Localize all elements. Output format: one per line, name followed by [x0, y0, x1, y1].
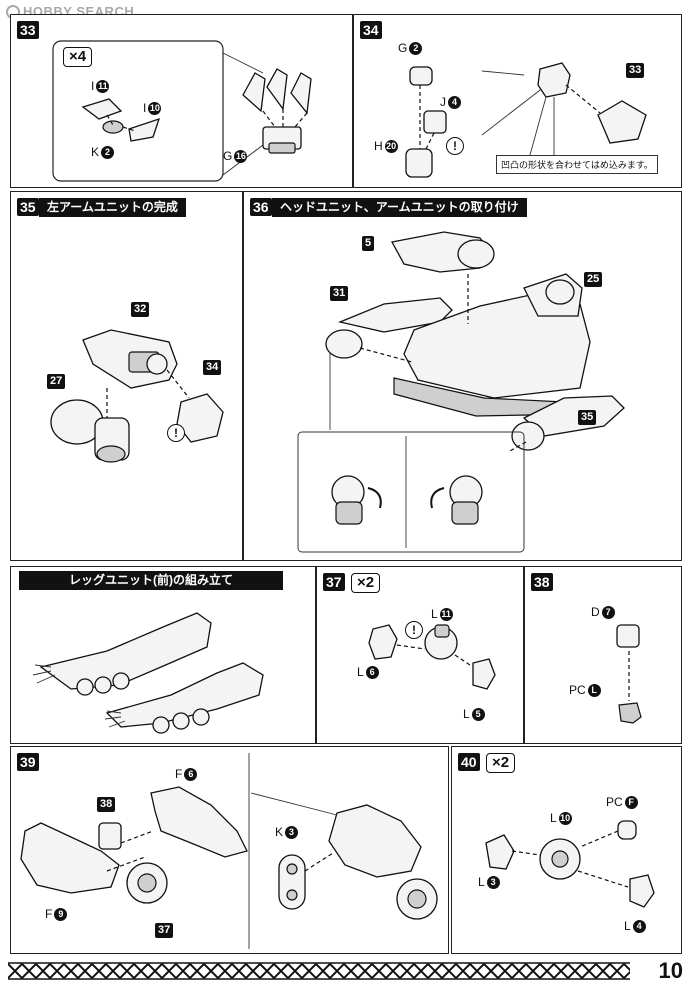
ref-part-33: 33 — [626, 63, 645, 78]
caution-mark: ! — [446, 137, 464, 155]
step-35-number: 35 — [17, 198, 39, 216]
step-40-number: 40 — [458, 753, 480, 771]
leg-unit-panel: レッグユニット(前)の組み立て — [10, 566, 316, 744]
footer-decorative-band — [8, 962, 630, 980]
step-36-number: 36 — [250, 198, 272, 216]
step-35-illustration — [50, 329, 224, 463]
step-34-number: 34 — [360, 21, 382, 39]
step-40-illustration — [485, 820, 655, 908]
step-35-panel: 35 左アームユニットの完成 32 27 34 ! — [10, 191, 243, 561]
step-38-number: 38 — [531, 573, 553, 591]
ref-part-37: 37 — [155, 923, 174, 938]
caution-mark: ! — [167, 424, 185, 442]
step-33-number: 33 — [17, 21, 39, 39]
step-36-panel: 36 ヘッドユニット、アームユニットの取り付け 5 31 25 35 — [243, 191, 682, 561]
step-37-multiplier: ×2 — [351, 573, 381, 593]
step-40-multiplier: ×2 — [486, 753, 516, 773]
step-39-illustration — [20, 753, 438, 949]
step-36-illustration — [297, 231, 625, 553]
ref-part-25: 25 — [584, 272, 603, 287]
step-34-illustration — [405, 62, 647, 178]
ref-part-38: 38 — [97, 797, 116, 812]
ref-part-32: 32 — [131, 302, 150, 317]
leg-unit-title: レッグユニット(前)の組み立て — [19, 571, 283, 590]
step-37-number: 37 — [323, 573, 345, 591]
step-33-multiplier: ×4 — [63, 47, 93, 67]
leg-unit-illustration — [32, 612, 264, 734]
caution-mark: ! — [405, 621, 423, 639]
ref-part-5: 5 — [362, 236, 375, 251]
ref-part-35: 35 — [578, 410, 597, 425]
ref-part-27: 27 — [47, 374, 66, 389]
page-number: 10 — [658, 958, 683, 983]
step-39-number: 39 — [17, 753, 39, 771]
step-38-illustration — [616, 624, 642, 724]
step-37-illustration — [368, 624, 496, 690]
step-36-title: ヘッドユニット、アームユニットの取り付け — [272, 198, 527, 217]
step-35-title: 左アームユニットの完成 — [39, 198, 186, 217]
step-33-illustration — [52, 40, 312, 182]
assembly-note: 凹凸の形状を合わせてはめ込みます。 — [496, 155, 658, 174]
ref-part-31: 31 — [330, 286, 349, 301]
ref-part-34: 34 — [203, 360, 222, 375]
